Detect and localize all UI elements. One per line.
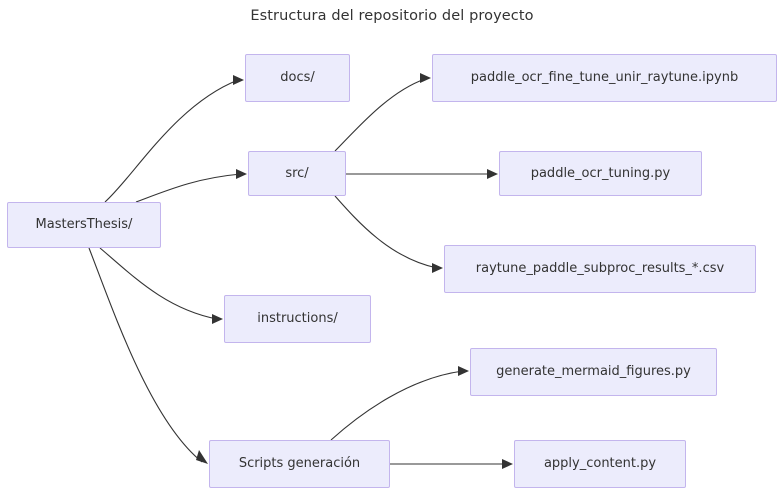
edge-src-to-csv xyxy=(334,195,443,273)
edge-src-to-ipynb xyxy=(334,73,431,152)
node-paddle-ocr-fine-tune-notebook[interactable]: paddle_ocr_fine_tune_unir_raytune.ipynb xyxy=(432,54,777,102)
arrowhead-icon xyxy=(236,169,247,179)
node-scripts-generacion[interactable]: Scripts generación xyxy=(209,440,390,488)
node-apply-content-py[interactable]: apply_content.py xyxy=(514,440,686,488)
node-label: apply_content.py xyxy=(543,456,657,472)
edge-scripts-to-apply xyxy=(390,459,513,469)
node-instructions[interactable]: instructions/ xyxy=(224,295,371,343)
node-label: docs/ xyxy=(280,70,315,86)
node-label: src/ xyxy=(285,165,309,181)
edge-root-to-docs xyxy=(104,75,244,203)
node-src[interactable]: src/ xyxy=(248,151,346,196)
arrowhead-icon xyxy=(212,314,223,324)
edge-src-to-tuning xyxy=(346,169,498,179)
node-paddle-ocr-tuning-py[interactable]: paddle_ocr_tuning.py xyxy=(499,151,702,196)
edge-scripts-to-figures xyxy=(330,366,469,441)
node-raytune-results-csv[interactable]: raytune_paddle_subproc_results_*.csv xyxy=(444,245,756,293)
arrowhead-icon xyxy=(233,75,244,85)
arrowhead-icon xyxy=(487,169,498,179)
arrowhead-icon xyxy=(420,73,431,83)
node-label: instructions/ xyxy=(257,311,338,327)
edge-root-to-src xyxy=(135,169,247,203)
arrowhead-icon xyxy=(458,366,469,376)
node-generate-mermaid-figures-py[interactable]: generate_mermaid_figures.py xyxy=(470,348,717,396)
arrowhead-icon xyxy=(502,459,513,469)
node-label: paddle_ocr_tuning.py xyxy=(530,165,671,181)
arrowhead-icon xyxy=(196,450,208,464)
diagram-title: Estructura del repositorio del proyecto xyxy=(250,8,534,24)
arrowhead-icon xyxy=(432,263,443,273)
edge-root-to-instructions xyxy=(99,247,223,324)
node-label: generate_mermaid_figures.py xyxy=(496,364,691,380)
node-docs[interactable]: docs/ xyxy=(245,54,350,102)
node-label: Scripts generación xyxy=(238,456,361,472)
node-label: MastersThesis/ xyxy=(35,217,133,233)
node-masters-thesis[interactable]: MastersThesis/ xyxy=(7,202,161,248)
edge-root-to-scripts xyxy=(88,247,208,464)
node-label: raytune_paddle_subproc_results_*.csv xyxy=(475,261,725,277)
node-label: paddle_ocr_fine_tune_unir_raytune.ipynb xyxy=(470,70,739,86)
